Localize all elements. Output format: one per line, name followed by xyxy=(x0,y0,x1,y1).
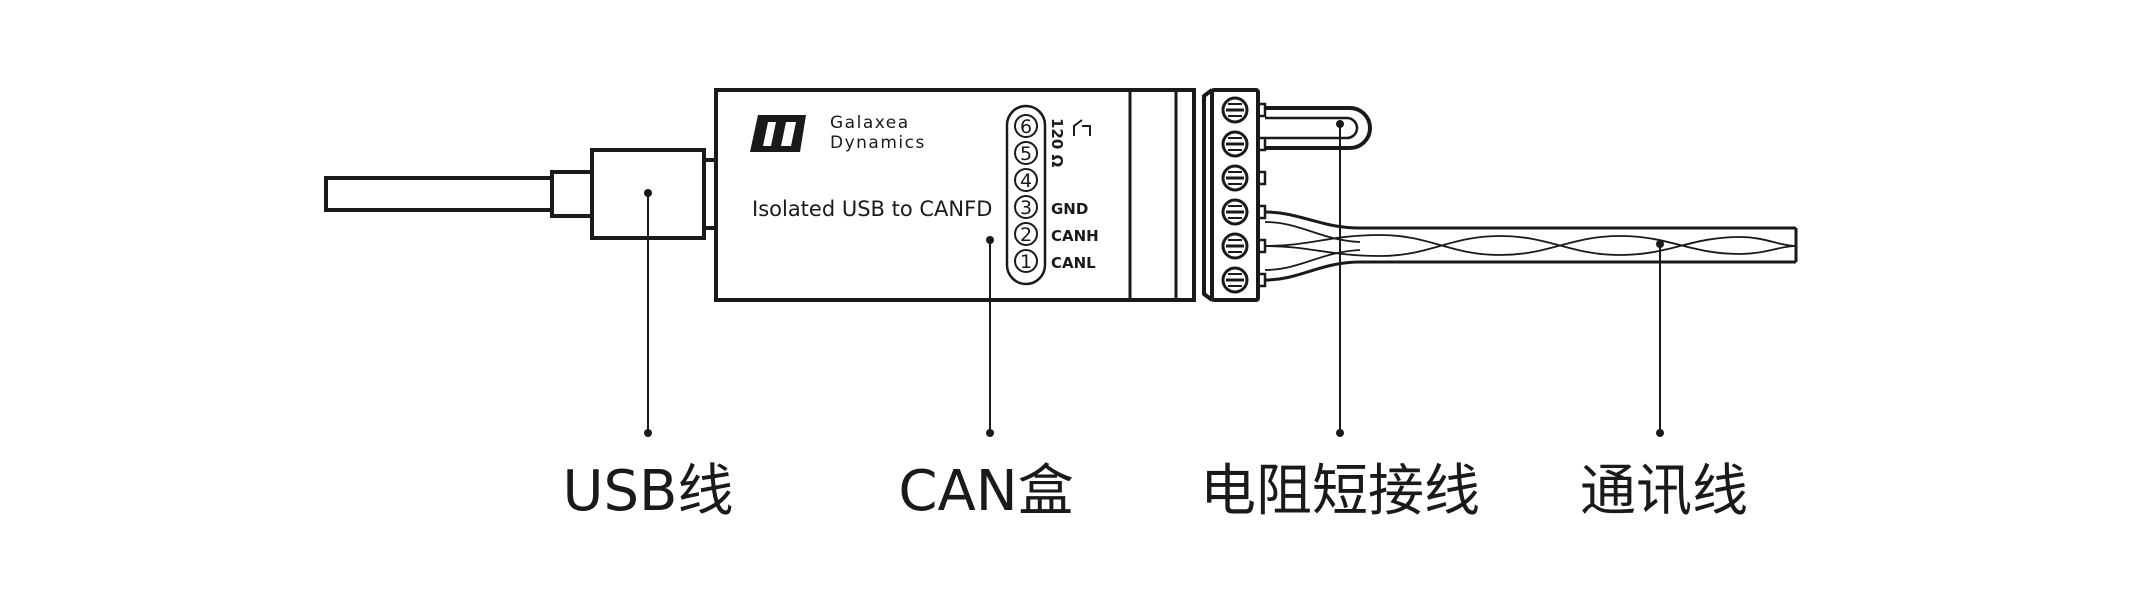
terminal-body xyxy=(1210,88,1260,302)
wire-tab xyxy=(1256,238,1267,254)
comm-cable-top xyxy=(1264,210,1796,230)
pin-number-2: 2 xyxy=(1020,224,1032,246)
pin-label-canl: CANL xyxy=(1051,254,1096,272)
pin-number-5: 5 xyxy=(1020,143,1032,165)
terminal-edge xyxy=(1202,88,1214,302)
twisted-pair-a xyxy=(1264,234,1797,256)
screw-icon xyxy=(1221,130,1249,158)
usb-cable-wire xyxy=(324,176,554,212)
wire-tab xyxy=(1256,204,1267,220)
pin-capsule xyxy=(1005,104,1047,286)
leader-dot xyxy=(986,236,994,244)
wire-fan-2 xyxy=(1264,249,1361,271)
can-box: Galaxea Dynamics Isolated USB to CANFD 6… xyxy=(714,88,1196,302)
product-label: Isolated USB to CANFD xyxy=(752,197,992,221)
wire-tab xyxy=(1256,272,1267,288)
screw-icon xyxy=(1221,96,1249,124)
usb-cable xyxy=(324,148,718,240)
pin-list: 6 5 4 3 2 1 GND CANH CANL xyxy=(1014,114,1099,273)
comm-cable xyxy=(1264,210,1798,282)
wire-fan-1 xyxy=(1264,221,1361,243)
switch-icon xyxy=(1073,119,1091,136)
resistor-label: 120 Ω xyxy=(1048,118,1066,168)
screw-icon xyxy=(1221,198,1249,226)
comm-cable-bottom xyxy=(1264,260,1796,282)
resistor-jumper-inner xyxy=(1265,116,1359,140)
twisted-pair-b xyxy=(1264,235,1797,257)
can-box-enclosure xyxy=(714,88,1196,302)
leader-dot xyxy=(1336,429,1344,437)
pin-circle-6 xyxy=(1014,114,1038,138)
pin-number-3: 3 xyxy=(1020,197,1032,219)
usb-strain-relief xyxy=(550,170,594,218)
leader-dot xyxy=(1656,429,1664,437)
pin-label-gnd: GND xyxy=(1051,200,1088,218)
pin-number-6: 6 xyxy=(1020,116,1032,138)
brand-name-line1: Galaxea xyxy=(830,113,910,133)
callout-can-box: CAN盒 xyxy=(898,459,1073,524)
pin-number-1: 1 xyxy=(1020,251,1032,273)
wire-tab xyxy=(1256,136,1267,152)
screw-icon xyxy=(1221,164,1249,192)
pin-number-4: 4 xyxy=(1020,170,1032,192)
pin-circle-3 xyxy=(1014,195,1038,219)
screw-icon xyxy=(1221,232,1249,260)
leader-dot xyxy=(1336,120,1344,128)
callout-labels: USB线 CAN盒 电阻短接线 通讯线 xyxy=(563,459,1748,524)
pin-label-canh: CANH xyxy=(1051,227,1099,245)
pin-circle-1 xyxy=(1014,249,1038,273)
terminal-screws xyxy=(1221,96,1249,294)
screw-icon xyxy=(1221,266,1249,294)
leader-lines xyxy=(644,120,1664,437)
terminal-block xyxy=(1202,88,1267,302)
brand-name-line2: Dynamics xyxy=(830,133,926,153)
callout-usb-cable: USB线 xyxy=(563,459,734,524)
pin-circle-2 xyxy=(1014,222,1038,246)
leader-dot xyxy=(1656,240,1664,248)
logo-mark-bar xyxy=(771,122,786,146)
callout-resistor-jumper: 电阻短接线 xyxy=(1200,459,1480,524)
leader-dot xyxy=(986,429,994,437)
resistor-jumper-wire xyxy=(1265,106,1372,150)
callout-comm-cable: 通讯线 xyxy=(1580,459,1748,524)
leader-dot xyxy=(644,189,652,197)
galaxea-logo: Galaxea Dynamics xyxy=(750,113,926,153)
pin-circle-5 xyxy=(1014,141,1038,165)
wire-tab xyxy=(1256,170,1267,186)
wire-tab xyxy=(1256,102,1267,118)
pin-circle-4 xyxy=(1014,168,1038,192)
leader-dot xyxy=(644,429,652,437)
